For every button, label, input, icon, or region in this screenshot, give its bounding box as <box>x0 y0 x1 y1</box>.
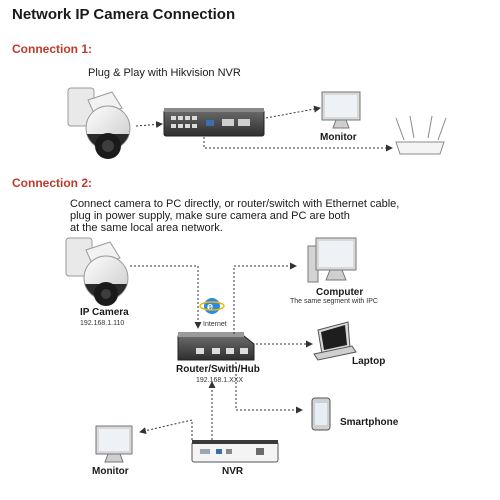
description-line: Connect camera to PC directly, or router… <box>70 198 400 210</box>
laptop-icon <box>313 321 357 361</box>
nvr-device-icon <box>163 108 265 137</box>
nvr-label: NVR <box>222 466 244 477</box>
ip-camera-address: 192.168.1.110 <box>80 320 125 327</box>
monitor-icon <box>321 91 361 129</box>
ip-camera-label: IP Camera <box>80 307 129 318</box>
router-switch-icon <box>177 332 255 361</box>
wifi-router-icon <box>395 115 447 155</box>
smartphone-label: Smartphone <box>340 417 399 428</box>
connection-2-heading: Connection 2: <box>12 176 92 190</box>
computer-note: The same segment with IPC <box>290 298 378 305</box>
monitor-icon <box>95 425 133 463</box>
laptop-label: Laptop <box>352 356 386 367</box>
connection-1-heading: Connection 1: <box>12 42 92 56</box>
router-address: 192.168.1.XXX <box>196 377 244 384</box>
computer-icon <box>307 237 357 283</box>
connection-1-links <box>135 105 393 152</box>
connection-1-description: Plug & Play with Hikvision NVR <box>88 67 241 79</box>
page-title: Network IP Camera Connection <box>12 6 236 23</box>
connection-1-monitor-label: Monitor <box>320 132 357 143</box>
computer-label: Computer <box>316 287 364 298</box>
nvr-device-icon <box>191 440 279 463</box>
svg-text:e: e <box>207 301 213 313</box>
router-label: Router/Swith/Hub <box>176 364 260 375</box>
smartphone-icon <box>311 397 331 431</box>
monitor-label: Monitor <box>92 466 129 477</box>
connection-2-links <box>130 262 313 440</box>
description-line: at the same local area network. <box>70 222 223 234</box>
internet-icon: e <box>199 298 225 314</box>
ptz-camera-icon <box>67 87 131 159</box>
internet-label: Internet <box>203 321 227 328</box>
description-line: plug in power supply, make sure camera a… <box>70 210 350 222</box>
ip-camera-icon <box>65 237 129 306</box>
connection-2-description: Connect camera to PC directly, or router… <box>70 198 490 234</box>
